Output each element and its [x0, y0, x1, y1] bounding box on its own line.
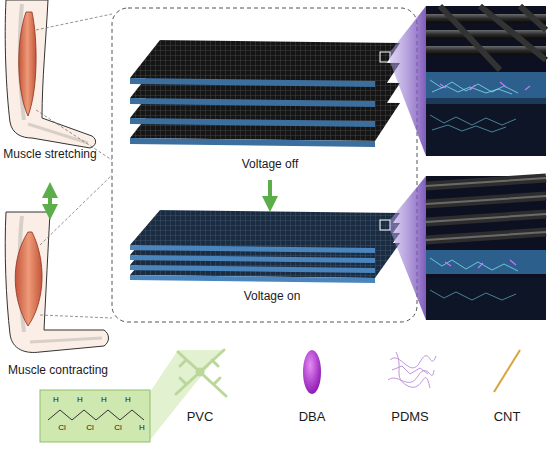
arm-stretched	[5, 0, 95, 148]
dba-sample	[303, 350, 321, 394]
zoom-fan	[390, 176, 426, 320]
zoom-inset-off	[426, 6, 546, 156]
atom-label: H	[139, 424, 145, 433]
polymer-chain	[48, 410, 144, 420]
double-arrow	[48, 190, 52, 212]
cnt-sample	[494, 350, 520, 392]
actuator-stack-on	[130, 210, 400, 283]
legend-label: DBA	[299, 410, 326, 424]
state-arrow	[268, 180, 272, 204]
atom-label: Cl	[114, 424, 122, 433]
atom-label: Cl	[86, 424, 94, 433]
state-label: Voltage on	[244, 290, 301, 303]
leader-line	[36, 14, 112, 160]
actuator-stack-off	[130, 40, 400, 147]
zoom-inset-on	[426, 176, 546, 320]
caption-label: Muscle contracting	[8, 364, 108, 377]
atom-label: H	[77, 396, 83, 405]
atom-label: Cl	[58, 424, 66, 433]
atom-label: H	[125, 396, 131, 405]
pvc-network-sample	[176, 350, 226, 396]
pdms-sample	[388, 352, 436, 388]
caption-label: Muscle stretching	[3, 148, 96, 161]
legend-label: PVC	[187, 410, 214, 424]
pvc-structure-box	[40, 390, 150, 442]
state-label: Voltage off	[242, 158, 299, 171]
leader-line	[40, 175, 112, 318]
zoom-fan	[390, 6, 426, 156]
atom-label: H	[101, 396, 107, 405]
atom-label: H	[53, 396, 59, 405]
dashed-panel	[112, 8, 417, 322]
legend-label: PDMS	[391, 410, 429, 424]
legend-label: CNT	[494, 410, 521, 424]
arm-contracted	[5, 212, 108, 352]
